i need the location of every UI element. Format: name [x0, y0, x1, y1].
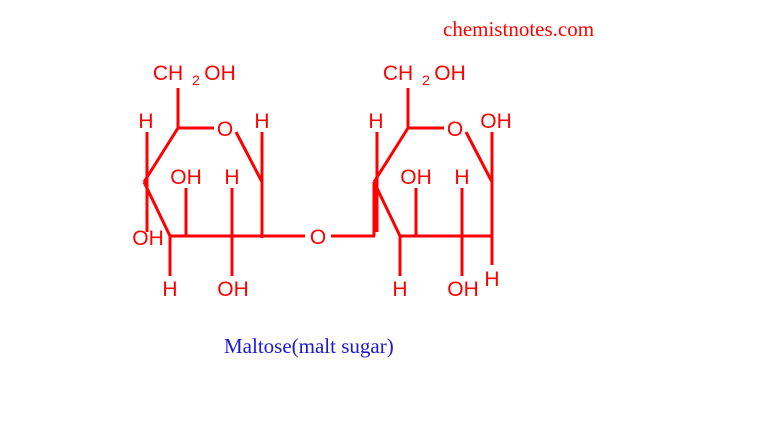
label-h-interior-ring2: H	[454, 166, 469, 189]
label-oh-bottom-ring2: OH	[447, 278, 479, 301]
bond-ringO-c1-right	[464, 131, 494, 183]
glycosidic-bridge: O	[260, 182, 376, 249]
label-glycosidic-oxygen: O	[310, 226, 326, 249]
label-ring-oxygen-left: O	[217, 118, 233, 141]
label-h-upper-left-ring1: H	[138, 110, 153, 133]
label-ch2oh-left-subscript: 2	[192, 72, 200, 88]
label-oh-interior-ring2: OH	[400, 166, 432, 189]
label-h-interior-ring1: H	[224, 166, 239, 189]
label-ch2oh-left-part2: OH	[204, 62, 236, 85]
label-ch2oh-right-part1: CH	[383, 62, 413, 85]
label-oh-bottom-ring1: OH	[217, 278, 249, 301]
label-ch2oh-left-part1: CH	[153, 62, 183, 85]
label-oh-upper-right-ring2: OH	[480, 110, 512, 133]
label-ch2oh-right-part2: OH	[434, 62, 466, 85]
label-h-upper-right-ring1: H	[254, 110, 269, 133]
bond-c4-c5-left	[142, 127, 180, 183]
watermark-chemistnotes: chemistnotes.com	[443, 17, 595, 41]
figure-caption-maltose: Maltose(malt sugar)	[224, 334, 394, 358]
label-oh-lower-left-ring1: OH	[132, 227, 164, 250]
label-oh-interior-ring1: OH	[170, 166, 202, 189]
label-h-bottom-ring2: H	[392, 278, 407, 301]
bond-ringO-c1-left	[234, 131, 264, 183]
label-h-upper-left-ring2: H	[368, 110, 383, 133]
label-ch2oh-right-subscript: 2	[422, 72, 430, 88]
glucose-unit-right: CH 2 OH O H OH H OH H H OH	[368, 62, 511, 301]
bond-c4-c5-right	[372, 127, 410, 183]
label-ring-oxygen-right: O	[447, 118, 463, 141]
label-h-lower-right-ring2: H	[484, 268, 499, 291]
glucose-unit-left: CH 2 OH O H OH H OH H H OH	[132, 62, 269, 301]
label-h-bottom-ring1: H	[162, 278, 177, 301]
